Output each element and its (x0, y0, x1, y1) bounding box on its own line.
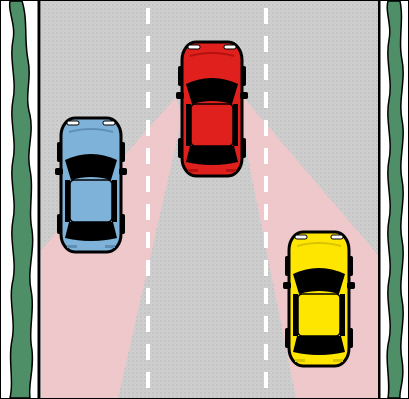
yellow-car (283, 232, 355, 366)
lane-dash-right (264, 232, 268, 248)
lane-dash-left (146, 8, 150, 24)
lane-dash-left (146, 176, 150, 192)
side-mirror (119, 168, 127, 175)
tail-light (188, 169, 198, 172)
lane-dash-right (264, 120, 268, 136)
lane-dash-left (146, 204, 150, 220)
lane-dash-left (146, 344, 150, 360)
roof (298, 294, 340, 336)
lane-dash-right (264, 8, 268, 24)
blue-car (55, 118, 127, 252)
lane-dash-right (264, 288, 268, 304)
roof (191, 104, 233, 146)
lane-dash-right (264, 204, 268, 220)
windshield (186, 78, 238, 104)
headlight (188, 45, 200, 49)
side-mirror (283, 282, 291, 289)
side-window (112, 180, 117, 222)
lane-dash-left (146, 120, 150, 136)
lane-dash-right (264, 36, 268, 52)
lane-dash-left (146, 36, 150, 52)
lane-dash-right (264, 372, 268, 388)
tail-light (67, 245, 77, 248)
lane-dash-left (146, 64, 150, 80)
windshield (293, 268, 345, 294)
lane-dash-right (264, 148, 268, 164)
rear-window (65, 222, 117, 241)
side-window (233, 104, 238, 146)
tail-light (333, 359, 343, 362)
lane-dash-right (264, 260, 268, 276)
tail-light (295, 359, 305, 362)
lane-dash-left (146, 288, 150, 304)
lane-dash-right (264, 64, 268, 80)
rear-window (186, 146, 238, 165)
lane-dash-right (264, 316, 268, 332)
rear-window (293, 336, 345, 355)
lane-dash-right (264, 176, 268, 192)
lane-dash-left (146, 232, 150, 248)
headlight (295, 235, 307, 239)
windshield (65, 154, 117, 180)
side-mirror (347, 282, 355, 289)
side-mirror (176, 92, 184, 99)
lane-dash-right (264, 92, 268, 108)
lane-dash-left (146, 316, 150, 332)
lane-dash-left (146, 92, 150, 108)
red-car (176, 42, 248, 176)
headlight (103, 121, 115, 125)
roof (70, 180, 112, 222)
side-window (293, 294, 298, 336)
lane-dash-left (146, 260, 150, 276)
side-mirror (55, 168, 63, 175)
headlight (224, 45, 236, 49)
side-window (186, 104, 191, 146)
lane-dash-left (146, 372, 150, 388)
side-mirror (240, 92, 248, 99)
side-window (65, 180, 70, 222)
headlight (67, 121, 79, 125)
tail-light (226, 169, 236, 172)
lane-dash-right (264, 344, 268, 360)
right-vegetation (387, 1, 403, 398)
tail-light (105, 245, 115, 248)
headlight (331, 235, 343, 239)
side-window (340, 294, 345, 336)
lane-dash-left (146, 148, 150, 164)
